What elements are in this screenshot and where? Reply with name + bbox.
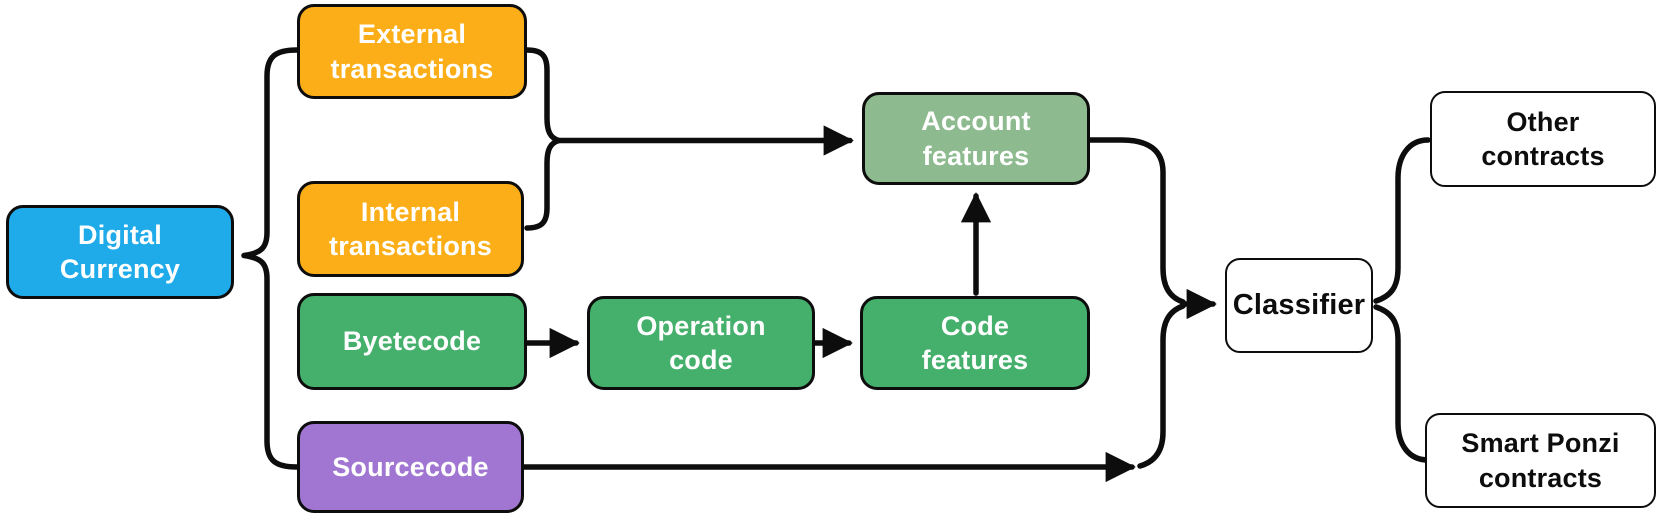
node-sourcecode: Sourcecode [297,421,524,513]
node-internal-transactions: Internal transactions [297,181,524,277]
node-byetecode: Byetecode [297,293,527,390]
brace-digital-currency [241,47,300,470]
node-operation-code: Operation code [587,296,815,390]
node-code-features: Code features [860,296,1090,390]
node-smart-ponzi-contracts: Smart Ponzi contracts [1425,413,1656,508]
brace-classifier-to-smart-ponzi [1373,304,1431,463]
node-digital-currency: Digital Currency [6,205,234,299]
node-account-features: Account features [862,92,1090,185]
node-external-transactions: External transactions [297,4,527,99]
node-other-contracts: Other contracts [1430,91,1656,187]
brace-transactions [524,47,562,231]
brace-classifier-to-other-contracts [1373,137,1431,304]
node-classifier: Classifier [1225,258,1373,353]
line-account-features-to-join [1087,137,1186,305]
curve-join-to-classifier-bottom [1137,303,1186,469]
